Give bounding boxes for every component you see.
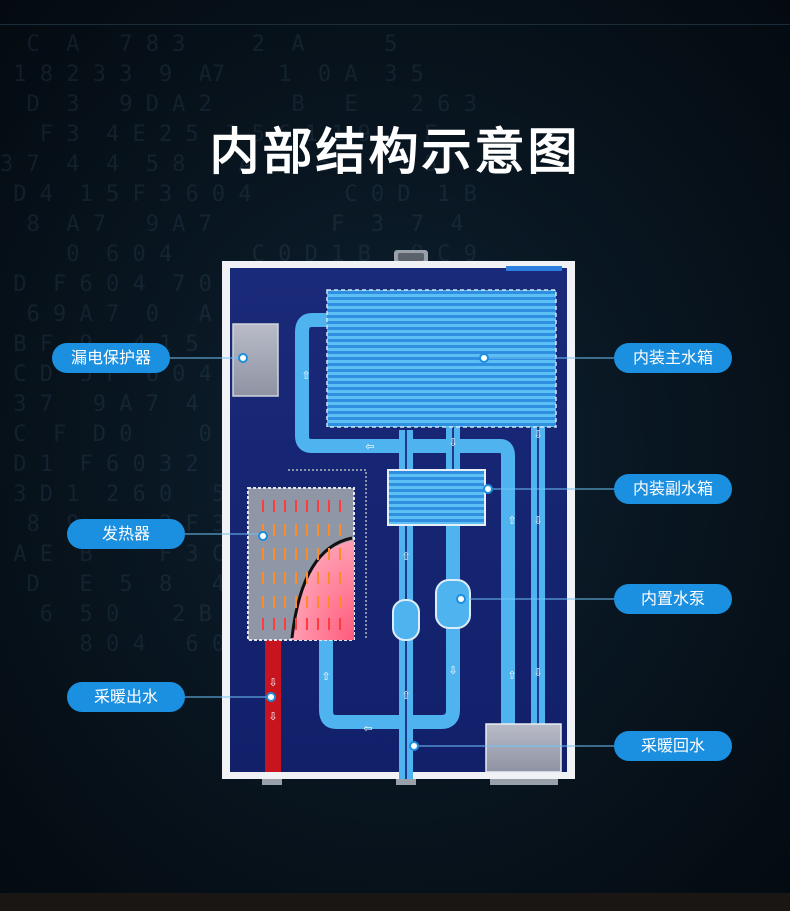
heater-coil-mark (295, 524, 297, 536)
heater-coil-mark (284, 572, 286, 584)
heater-coil-mark (317, 572, 319, 584)
heater-coil-mark (306, 500, 308, 512)
heater-coil-mark (328, 572, 330, 584)
heater-coil-mark (284, 524, 286, 536)
flow-arrow-up: ⇧ (321, 670, 330, 683)
heater-coil-mark (317, 618, 319, 630)
heater-coil-mark (339, 572, 341, 584)
label-pump: 内置水泵 (614, 584, 732, 614)
leader-lines (170, 357, 614, 747)
heater-coil-mark (339, 500, 341, 512)
heater-coil-mark (328, 548, 330, 560)
flow-arrow-up: ⇧ (507, 514, 516, 527)
flow-arrow-up: ⇧ (301, 369, 310, 382)
leader-dots (238, 353, 493, 751)
bottom-band (0, 893, 790, 911)
label-heater: 发热器 (67, 519, 185, 549)
heater-coil-mark (317, 524, 319, 536)
heater-coil-mark (284, 500, 286, 512)
flow-arrow-down: ⇩ (533, 666, 542, 679)
heater-coil-mark (262, 618, 264, 630)
flow-arrow-up: ⇧ (401, 550, 410, 563)
heater-coil-mark (284, 596, 286, 608)
heater-coil-mark (273, 618, 275, 630)
heater-coil-mark (339, 596, 341, 608)
heater-coil-mark (328, 596, 330, 608)
label-main-tank: 内装主水箱 (614, 343, 732, 373)
page-title: 内部结构示意图 (209, 123, 581, 181)
flow-arrow-up: ⇧ (507, 669, 516, 682)
heater-coil-mark (295, 572, 297, 584)
heating-return-box (485, 723, 562, 773)
flow-arrow-down: ⇩ (448, 664, 457, 677)
heater-coil-mark (306, 524, 308, 536)
heater-coil-mark (306, 596, 308, 608)
heater-coils (262, 500, 341, 630)
heater-coil-mark (317, 548, 319, 560)
heater-coil-mark (273, 548, 275, 560)
heater-shield (288, 469, 367, 640)
heater-coil-mark (295, 548, 297, 560)
heater-unit (247, 487, 355, 641)
heater-coil-mark (273, 572, 275, 584)
heating-outlet-pipe (265, 640, 281, 772)
heater-coil-mark (339, 548, 341, 560)
label-heating-return: 采暖回水 (614, 731, 732, 761)
heater-coil-mark (295, 500, 297, 512)
heater-coil-mark (273, 596, 275, 608)
panel-accent-tab (506, 266, 562, 271)
top-fitting (394, 250, 428, 264)
heater-coil-mark (284, 548, 286, 560)
label-sub-tank: 内装副水箱 (614, 474, 732, 504)
heater-coil-mark (273, 500, 275, 512)
heater-coil-mark (262, 548, 264, 560)
heater-coil-mark (328, 500, 330, 512)
flow-arrow-left: ⇦ (365, 440, 374, 453)
flow-arrows: ⇧ ⇦ ⇩ ⇩ ⇩ ⇧ ⇧ ⇩ ⇧ ⇩ ⇧ ⇧ ⇦ ⇩ ⇩ (268, 369, 542, 735)
flow-arrow-left: ⇦ (363, 722, 372, 735)
top-divider (0, 24, 790, 25)
heater-coil-mark (262, 596, 264, 608)
heater-coil-mark (317, 596, 319, 608)
heater-coil-mark (328, 524, 330, 536)
heater-coil-mark (284, 618, 286, 630)
heater-coil-mark (262, 500, 264, 512)
heater-coil-mark (262, 572, 264, 584)
heater-coil-mark (273, 524, 275, 536)
bottom-connectors (262, 779, 558, 785)
heater-coil-mark (306, 548, 308, 560)
label-leakage-protector: 漏电保护器 (52, 343, 170, 373)
heater-coil-mark (262, 524, 264, 536)
flow-arrow-down: ⇩ (533, 428, 542, 441)
flow-arrow-down: ⇩ (533, 514, 542, 527)
sub-water-tank (387, 469, 486, 526)
heater-coil-mark (328, 618, 330, 630)
pipe-valve (392, 599, 420, 641)
heater-coil-mark (295, 596, 297, 608)
heater-coil-mark (339, 618, 341, 630)
heater-coil-mark (339, 524, 341, 536)
flow-arrow-down: ⇩ (268, 710, 277, 723)
water-pump (435, 579, 471, 629)
flow-arrow-down: ⇩ (268, 676, 277, 689)
heater-coil-mark (306, 618, 308, 630)
heater-coil-mark (306, 572, 308, 584)
heater-coil-mark (317, 500, 319, 512)
flow-arrow-up: ⇧ (401, 689, 410, 702)
heater-coil-mark (295, 618, 297, 630)
flow-arrow-down: ⇩ (448, 436, 457, 449)
label-heating-outlet: 采暖出水 (67, 682, 185, 712)
